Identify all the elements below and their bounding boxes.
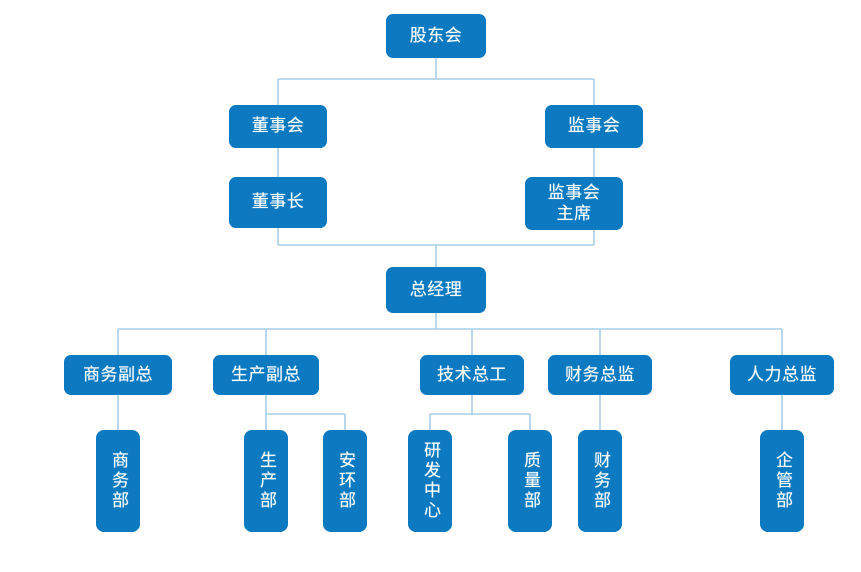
node-label: 商务部 bbox=[109, 451, 129, 511]
node-label-line2: 主席 bbox=[556, 203, 592, 223]
node-dept-production[interactable]: 生产部 bbox=[244, 430, 288, 532]
node-dept-rd-center[interactable]: 研发中心 bbox=[408, 430, 452, 532]
node-label: 董事会 bbox=[251, 116, 305, 136]
node-label: 股东会 bbox=[409, 25, 463, 45]
node-label: 质量部 bbox=[521, 451, 541, 511]
node-vp-business[interactable]: 商务副总 bbox=[64, 355, 172, 395]
node-cfo[interactable]: 财务总监 bbox=[548, 355, 652, 395]
node-board-of-directors[interactable]: 董事会 bbox=[229, 105, 327, 148]
node-supervisor-chairman[interactable]: 监事会 主席 bbox=[525, 177, 623, 230]
node-label: 商务副总 bbox=[83, 364, 153, 384]
node-vp-production[interactable]: 生产副总 bbox=[213, 355, 319, 395]
node-dept-safety-env[interactable]: 安环部 bbox=[323, 430, 367, 532]
node-board-of-supervisors[interactable]: 监事会 bbox=[545, 105, 643, 148]
node-label: 人力总监 bbox=[747, 364, 817, 384]
node-general-manager[interactable]: 总经理 bbox=[386, 267, 486, 313]
node-chairman[interactable]: 董事长 bbox=[229, 177, 327, 228]
node-label: 安环部 bbox=[336, 451, 356, 511]
node-dept-finance[interactable]: 财务部 bbox=[578, 430, 622, 532]
node-label: 企管部 bbox=[773, 451, 793, 511]
node-dept-quality[interactable]: 质量部 bbox=[508, 430, 552, 532]
node-label: 总经理 bbox=[409, 279, 463, 299]
node-label: 生产副总 bbox=[231, 364, 301, 384]
node-label: 董事长 bbox=[251, 192, 305, 212]
node-dept-enterprise-mgmt[interactable]: 企管部 bbox=[760, 430, 804, 532]
node-label: 监事会 bbox=[567, 116, 621, 136]
node-label-line1: 监事会 bbox=[547, 183, 601, 203]
node-label: 研发中心 bbox=[421, 441, 441, 521]
node-label: 财务总监 bbox=[565, 364, 635, 384]
node-label: 财务部 bbox=[591, 451, 611, 511]
node-chief-engineer[interactable]: 技术总工 bbox=[420, 355, 524, 395]
node-label: 生产部 bbox=[257, 451, 277, 511]
node-shareholders-meeting[interactable]: 股东会 bbox=[386, 14, 486, 58]
node-chro[interactable]: 人力总监 bbox=[730, 355, 834, 395]
node-dept-business[interactable]: 商务部 bbox=[96, 430, 140, 532]
node-label: 技术总工 bbox=[437, 364, 507, 384]
